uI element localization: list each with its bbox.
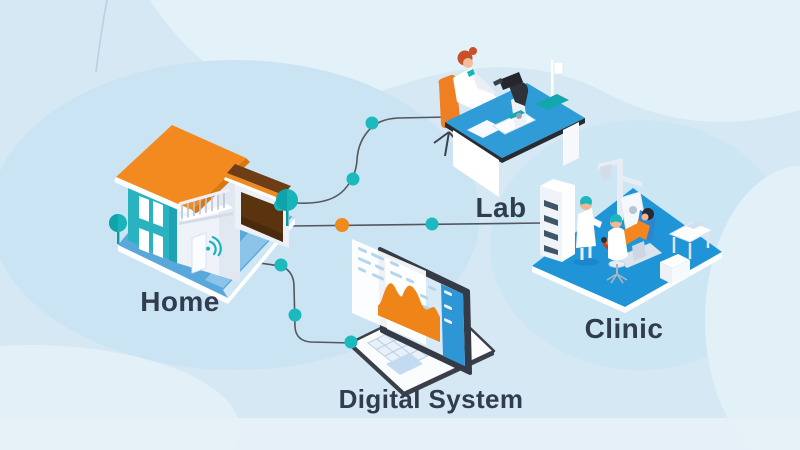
tree-icon bbox=[274, 189, 298, 226]
house-door bbox=[191, 232, 207, 274]
nurse-figure bbox=[573, 196, 602, 266]
connector-dot-teal bbox=[365, 116, 379, 130]
microscope-icon bbox=[491, 72, 537, 135]
clinic-side-table bbox=[668, 221, 714, 259]
connector-dot-teal bbox=[288, 308, 302, 322]
laptop-illustration bbox=[348, 238, 496, 397]
dashboard-area-chart bbox=[378, 283, 440, 343]
clinic-cabinet bbox=[540, 179, 575, 262]
clinic-cart bbox=[660, 254, 690, 284]
side-panel-dashes bbox=[444, 290, 452, 324]
connector-dot-teal bbox=[346, 172, 360, 186]
garage bbox=[224, 164, 291, 248]
dashboard-side-panel bbox=[441, 284, 465, 366]
house-illustration bbox=[109, 125, 298, 304]
dentist-figure bbox=[606, 214, 628, 284]
node-clinic-label: Clinic bbox=[584, 313, 664, 344]
link-home-lab bbox=[295, 116, 450, 205]
balcony bbox=[178, 188, 233, 225]
decorative-line bbox=[95, 0, 108, 73]
link-home-clinic bbox=[289, 222, 543, 227]
tree-icon bbox=[109, 214, 127, 244]
node-lab-label: Lab bbox=[475, 192, 527, 223]
test-tube-rack bbox=[535, 60, 569, 110]
clinic-illustration bbox=[532, 158, 722, 313]
link-home-digital-system bbox=[239, 260, 352, 344]
connector-dot-teal bbox=[274, 258, 288, 272]
dashboard-screen-content bbox=[352, 238, 452, 346]
laptop-trackpad bbox=[386, 353, 423, 375]
node-digital-system-label: Digital System bbox=[338, 384, 524, 414]
light-strip-bottom bbox=[0, 418, 800, 450]
light-blob-right bbox=[705, 165, 800, 450]
node-home-label: Home bbox=[140, 286, 220, 317]
connector-dot-teal bbox=[425, 217, 439, 231]
connector-dot-orange bbox=[335, 218, 349, 232]
lab-illustration bbox=[433, 47, 585, 197]
dental-equipment-arm bbox=[598, 158, 647, 231]
wifi-icon bbox=[206, 236, 222, 257]
